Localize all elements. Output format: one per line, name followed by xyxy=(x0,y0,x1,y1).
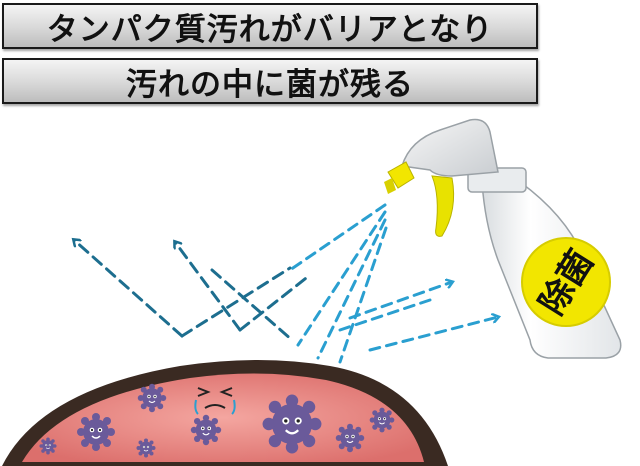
spray-line-3 xyxy=(316,218,387,360)
header-banner-line2: 汚れの中に菌が残る xyxy=(2,58,538,104)
dirt-layer xyxy=(2,360,448,466)
nozzle xyxy=(387,161,415,189)
spray-line-1 xyxy=(288,203,387,272)
spray-line-4 xyxy=(338,226,388,364)
germ xyxy=(369,407,395,433)
reflect-trail-3 xyxy=(210,268,294,342)
germ xyxy=(335,423,365,453)
reflected-arrows xyxy=(74,240,312,342)
header-title-line1: タンパク質汚れがバリアとなり xyxy=(46,11,494,48)
reflect-trail-2 xyxy=(238,273,312,332)
spray-bottle: 除菌 xyxy=(384,118,622,359)
spray-line-2 xyxy=(296,210,387,347)
reflect-arrow-left xyxy=(74,240,184,338)
meat-surface xyxy=(22,373,424,462)
germ xyxy=(190,414,222,446)
spray-arrow-mid xyxy=(338,298,432,332)
header-title-line2: 汚れの中に菌が残る xyxy=(126,66,414,103)
spray-head xyxy=(401,118,499,177)
bottle-label-circle xyxy=(521,237,611,327)
germ xyxy=(137,383,167,413)
reflect-arrow-mid xyxy=(175,242,242,332)
germ xyxy=(136,438,156,458)
germ xyxy=(39,437,57,455)
germ xyxy=(261,393,323,455)
crying-face xyxy=(194,387,236,415)
germ xyxy=(76,412,116,452)
trigger xyxy=(431,175,455,237)
spray-arrows xyxy=(288,203,498,364)
nozzle-tip xyxy=(384,178,396,194)
spray-arrow-up xyxy=(348,282,452,320)
spray-arrow-right xyxy=(368,317,498,352)
reflect-trail-1 xyxy=(180,266,292,338)
header-banner-line1: タンパク質汚れがバリアとなり xyxy=(2,3,538,49)
